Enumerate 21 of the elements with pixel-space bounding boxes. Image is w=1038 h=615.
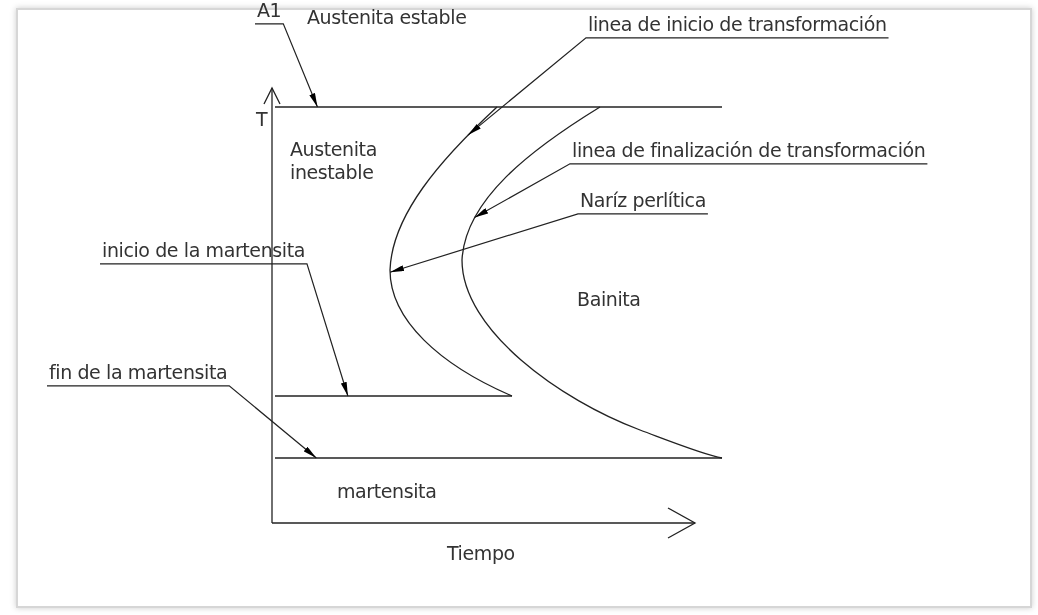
region-label: Austenita estable (307, 6, 467, 29)
region-label: Bainita (577, 288, 641, 311)
region-label: Tiempo (447, 542, 515, 565)
leader-line (46, 385, 317, 459)
leader-line (389, 213, 709, 273)
leader-line (467, 37, 890, 136)
transformation-line (274, 395, 513, 397)
callout-label: A1 (255, 0, 284, 24)
region-label: T (256, 108, 268, 131)
callout-label: linea de finalización de transformación (570, 140, 928, 164)
leader-line (473, 163, 928, 219)
transformation-line (274, 457, 723, 459)
callout-label: linea de inicio de transformación (586, 14, 889, 38)
leader-line (99, 263, 349, 397)
region-label: Austenita inestable (290, 138, 378, 184)
transformation-line (274, 106, 723, 108)
leader-line (254, 23, 319, 108)
callout-label: Naríz perlítica (578, 190, 708, 214)
region-label: martensita (337, 480, 437, 503)
callout-label: fin de la martensita (47, 362, 230, 386)
transformation-curve (389, 106, 513, 397)
